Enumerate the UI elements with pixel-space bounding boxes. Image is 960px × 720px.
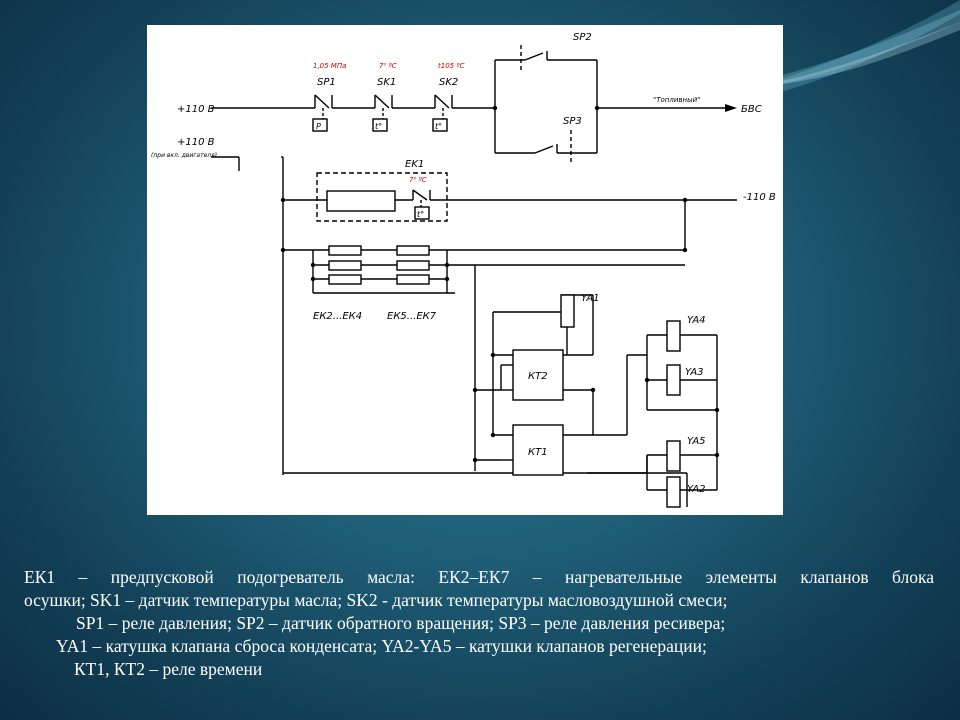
sp3-label: SP3 <box>563 116 582 127</box>
ya5-label: YA5 <box>687 436 706 447</box>
caption-line-3: SP1 – реле давления; SP2 – датчик обратн… <box>76 613 726 633</box>
sp1-label: SP1 <box>317 77 336 88</box>
supply-plus-2-note: (при вкл. двигателя) <box>151 152 217 159</box>
legend-caption: ЕК1 – предпусковой подогреватель масла: … <box>24 566 934 681</box>
circuit-schematic: +110 В +110 В (при вкл. двигателя) -110 … <box>151 32 776 508</box>
supply-minus-label: -110 В <box>743 192 776 203</box>
sp1-setpoint: 1,05 МПа <box>313 62 346 70</box>
sk2-sensor: t° <box>435 122 442 131</box>
sp2-label: SP2 <box>573 32 592 43</box>
ek1-setpoint: 7⁰ ºC <box>409 176 427 184</box>
sk1-setpoint: 7⁰ ºC <box>379 62 397 70</box>
ek1-label: EK1 <box>405 159 424 170</box>
ya1-label: YA1 <box>581 293 600 304</box>
sk1-label: SK1 <box>377 77 396 88</box>
sk2-label: SK2 <box>439 77 458 88</box>
sk1-sensor: t° <box>375 122 382 131</box>
supply-plus-2-label: +110 В <box>177 137 215 148</box>
sp1-sensor: P <box>316 122 321 131</box>
ya4-label: YA4 <box>687 315 706 326</box>
circuit-diagram: +110 В +110 В (при вкл. двигателя) -110 … <box>147 25 783 515</box>
ya2-label: YA2 <box>687 484 706 495</box>
kt1-label: КТ1 <box>528 447 548 458</box>
caption-line-4: YA1 – катушка клапана сброса конденсата;… <box>56 636 707 656</box>
caption-line-5: КТ1, КТ2 – реле времени <box>74 659 263 679</box>
group1-label: ЕК2...ЕК4 <box>313 311 362 322</box>
ek1-sensor: t° <box>417 210 424 219</box>
sk2-setpoint: t105 ºC <box>438 62 465 70</box>
ya3-label: YA3 <box>685 367 704 378</box>
group2-label: ЕК5...ЕК7 <box>387 311 437 322</box>
output-target: БВС <box>741 104 762 115</box>
kt2-label: КТ2 <box>528 371 548 382</box>
supply-plus-label: +110 В <box>177 104 215 115</box>
output-note: "Топливный" <box>653 96 700 104</box>
caption-line-2: осушки; SK1 – датчик температуры масла; … <box>24 590 728 610</box>
caption-line-1: ЕК1 – предпусковой подогреватель масла: … <box>24 567 934 587</box>
